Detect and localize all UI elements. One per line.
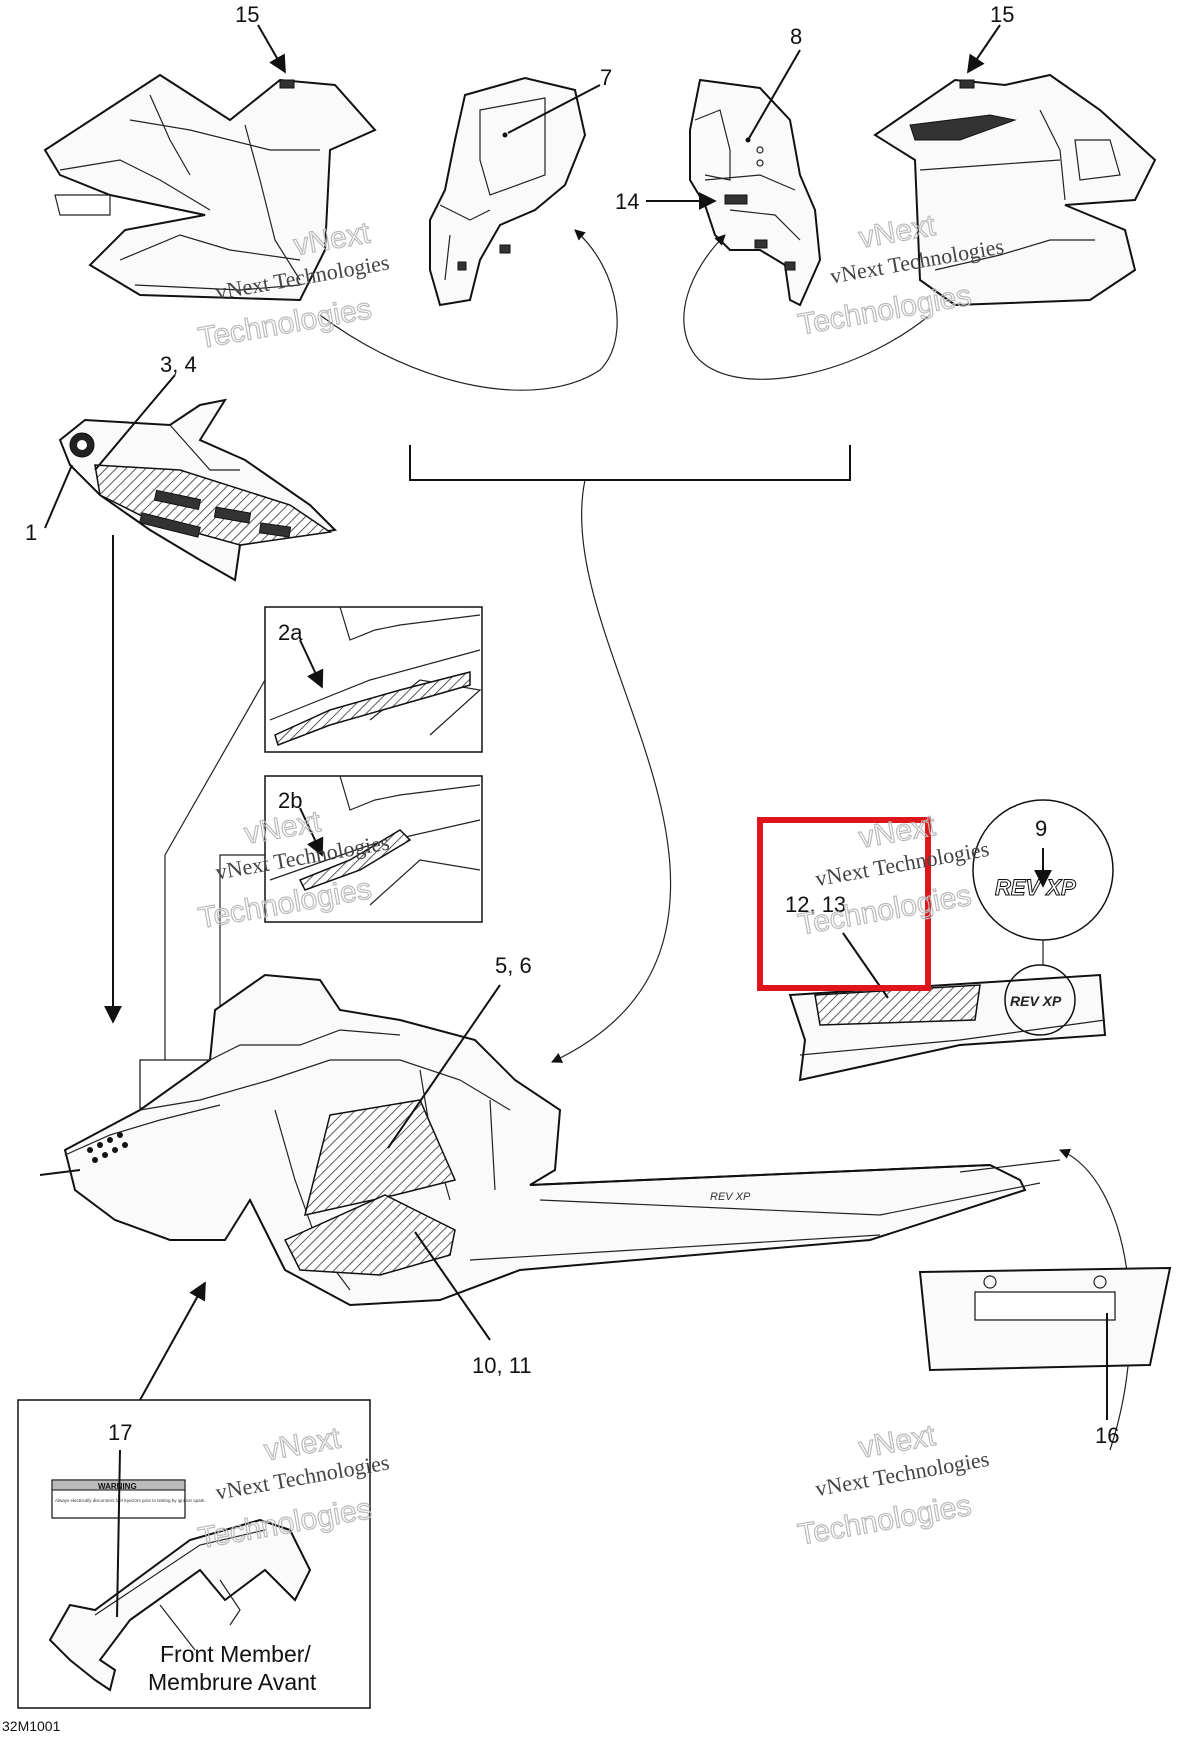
callout-14: 14 <box>615 189 639 214</box>
rear-snow-flap <box>918 1266 1172 1372</box>
leader-10-11 <box>414 1231 491 1341</box>
callout-2b: 2b <box>278 788 302 813</box>
detail-box-2b <box>264 775 483 923</box>
inset-caption-line2: Membrure Avant <box>148 1669 317 1695</box>
leader-15-right <box>966 24 1001 74</box>
arc-right-assembly <box>683 234 931 380</box>
detail-box-2a <box>264 606 483 753</box>
leader-17 <box>116 1449 121 1618</box>
callout-5-6: 5, 6 <box>495 953 532 978</box>
leader-7 <box>507 84 601 134</box>
svg-text:Technologies: Technologies <box>796 279 974 342</box>
hood-part <box>58 398 338 582</box>
tunnel-side-panel: REV XP <box>788 964 1107 1082</box>
leader-8 <box>747 49 801 141</box>
side-panel-right <box>873 73 1157 307</box>
leader-15-left <box>257 24 286 74</box>
callout-2a: 2a <box>278 620 303 645</box>
link-2a <box>164 679 266 1060</box>
callout-8: 8 <box>790 24 802 49</box>
callout-17: 17 <box>108 1420 132 1445</box>
watermark-6: vNext vNext Technologies Technologies <box>795 1418 991 1552</box>
front-vent-dots <box>87 1132 128 1163</box>
main-body: REV XP <box>39 973 1061 1307</box>
highlight-box <box>757 817 931 991</box>
leader-1 <box>44 464 73 529</box>
upper-panel-8 <box>689 78 822 307</box>
leader-2b <box>299 807 324 857</box>
assembly-bracket <box>409 445 851 481</box>
arc-left-assembly <box>319 229 618 391</box>
callout-9: 9 <box>1035 816 1047 841</box>
rev-xp-logo: REV XP <box>995 875 1076 900</box>
callout-12-13: 12, 13 <box>785 892 846 917</box>
warning-label-text: Always electrically disconnect fuel inje… <box>55 1498 206 1503</box>
arrow-inset-to-body <box>139 1281 206 1401</box>
leader-3-4 <box>94 374 176 471</box>
warning-label-title: WARNING <box>98 1482 137 1491</box>
arc-to-main-body <box>551 479 672 1063</box>
leader-front-member <box>159 1604 196 1651</box>
side-panel-left <box>43 73 377 302</box>
callout-1: 1 <box>25 520 37 545</box>
body-rev-xp-logo: REV XP <box>710 1191 751 1203</box>
leader-5-6 <box>387 984 501 1149</box>
callout-16: 16 <box>1095 1423 1119 1448</box>
callout-15-right: 15 <box>990 2 1014 27</box>
callout-10-11: 10, 11 <box>472 1353 532 1378</box>
callout-3-4: 3, 4 <box>160 352 197 377</box>
upper-panel-7 <box>429 76 587 307</box>
leader-2a <box>299 639 324 689</box>
tunnel-rev-xp-logo: REV XP <box>1010 993 1062 1009</box>
arc-to-rear-flap <box>1059 1148 1131 1451</box>
drawing-code: 32M1001 <box>2 1718 61 1734</box>
inset-caption-line1: Front Member/ <box>160 1641 311 1667</box>
callout-15-left: 15 <box>235 2 259 27</box>
callout-7: 7 <box>600 65 612 90</box>
